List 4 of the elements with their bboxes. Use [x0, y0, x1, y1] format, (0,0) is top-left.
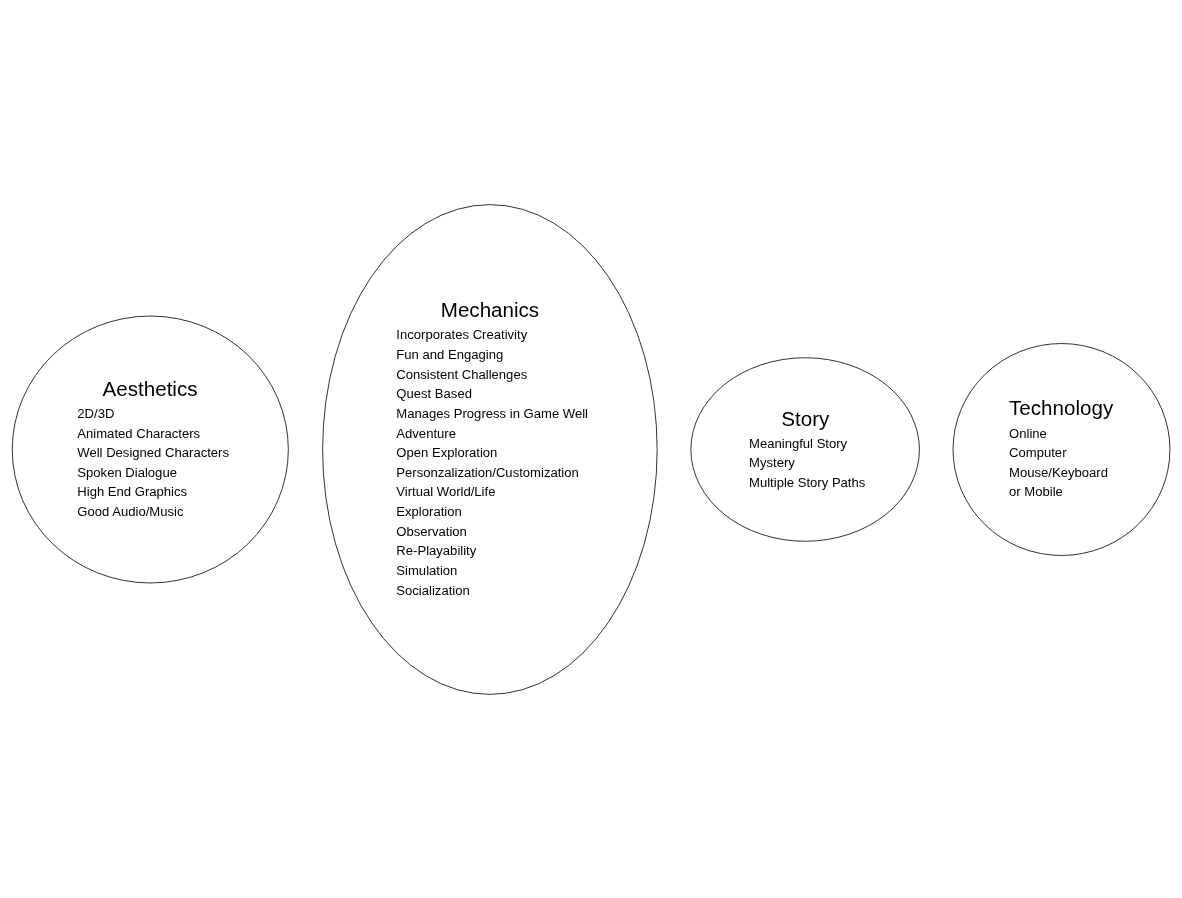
node-ellipse: Mechanics Incorporates Creativity Fun and Engaging Consistent Challenges Quest Based Manages Progress in Game Well Adventure Open Exploration Personzalization/Customization Virtual World/Life Exploration Observation Re-Playability Simulation Socialization	[322, 203, 658, 695]
node-ellipse: Story Meaningful Story Mystery Multiple Story Paths	[690, 356, 920, 542]
node-circle: Aesthetics 2D/3D Animated Characters Well Designed Characters Spoken Dialogue High End Graphics Good Audio/Music	[11, 315, 289, 583]
node-circle: Technology Online Computer Mouse/Keyboard or Mobile	[952, 342, 1171, 556]
